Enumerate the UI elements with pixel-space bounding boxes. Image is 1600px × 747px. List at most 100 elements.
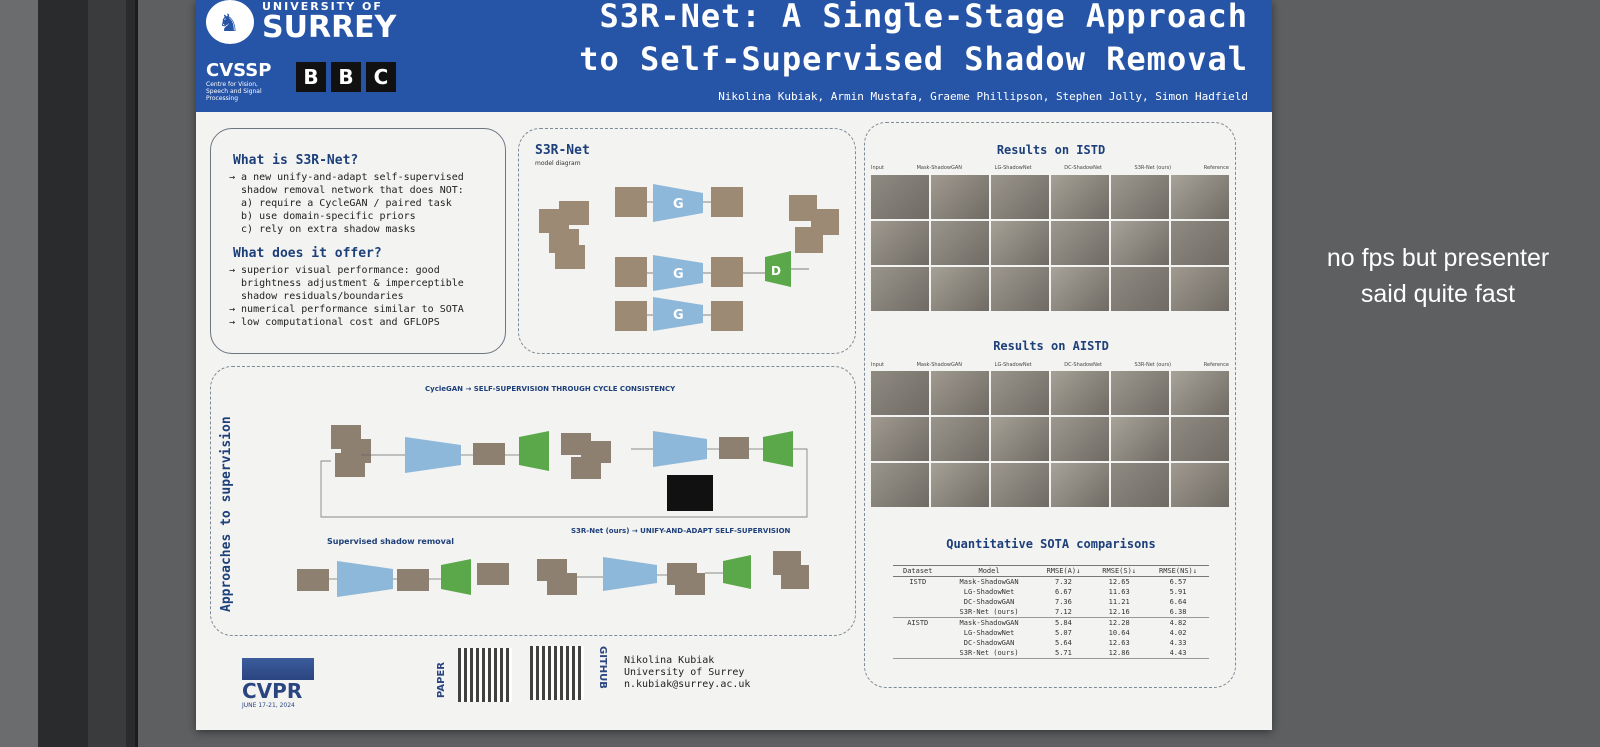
- offer-line: brightness adjustment & imperceptible: [229, 278, 464, 289]
- result-thumbnail: [871, 267, 929, 311]
- sota-cell: 7.12: [1035, 607, 1092, 618]
- university-top: UNIVERSITY OF: [262, 0, 383, 13]
- sota-cell: 5.91: [1169, 588, 1187, 596]
- diagram-title: S3R-Net: [535, 143, 590, 158]
- sota-cell: [893, 648, 943, 659]
- sota-cell: ISTD: [909, 578, 927, 586]
- conference-name: CVPR: [242, 679, 303, 703]
- sota-cell: [893, 597, 943, 607]
- sota-header: Dataset: [893, 565, 943, 577]
- result-thumbnail: [991, 267, 1049, 311]
- result-thumbnail: [991, 371, 1049, 415]
- sota-cell: 11.21: [1108, 598, 1130, 606]
- sota-cell: [893, 628, 943, 638]
- sota-cell: 12.16: [1091, 607, 1148, 618]
- results-aistd-heading: Results on AISTD: [993, 339, 1109, 353]
- what-line: c) rely on extra shadow masks: [229, 224, 416, 235]
- result-thumbnail: [871, 463, 929, 507]
- column-name: Mask-ShadowGAN: [916, 362, 963, 368]
- istd-results-grid: [871, 175, 1229, 311]
- column-name: LG-ShadowNet: [994, 165, 1032, 171]
- sota-cell: 12.86: [1091, 648, 1148, 659]
- result-thumbnail: [1051, 463, 1109, 507]
- what-line: a) require a CycleGAN / paired task: [229, 198, 452, 209]
- sota-cell: 6.64: [1169, 598, 1187, 606]
- poster: ♞ UNIVERSITY OF SURREY CVSSP Centre for …: [196, 0, 1272, 730]
- poster-banner: ♞ UNIVERSITY OF SURREY CVSSP Centre for …: [196, 0, 1272, 112]
- caption-line: said quite fast: [1360, 280, 1516, 308]
- cyclegan-title: CycleGAN → SELF-SUPERVISION THROUGH CYCL…: [425, 385, 676, 393]
- sota-cell: 4.02: [1169, 629, 1187, 637]
- sota-cell: LG-ShadowNet: [963, 588, 1015, 596]
- sota-cell: 10.64: [1108, 629, 1130, 637]
- results-card: Results on ISTD Input Mask-ShadowGAN LG-…: [864, 122, 1236, 688]
- what-line: b) use domain-specific priors: [229, 211, 416, 222]
- sota-row: DC-ShadowGAN 7.36 11.21 6.64: [893, 597, 1209, 607]
- result-thumbnail: [1111, 267, 1169, 311]
- paper-label: PAPER: [436, 661, 447, 698]
- result-thumbnail: [871, 371, 929, 415]
- result-thumbnail: [991, 175, 1049, 219]
- sota-cell: 7.32: [1055, 578, 1072, 586]
- what-heading: What is S3R-Net?: [233, 153, 359, 168]
- result-thumbnail: [931, 463, 989, 507]
- svg-text:G: G: [673, 267, 684, 282]
- caption-line: no fps but presenter: [1326, 244, 1550, 272]
- what-line: shadow removal network that does NOT:: [229, 185, 464, 196]
- sota-heading: Quantitative SOTA comparisons: [946, 537, 1156, 551]
- result-thumbnail: [1171, 371, 1229, 415]
- result-thumbnail: [931, 221, 989, 265]
- offer-heading: What does it offer?: [233, 246, 382, 261]
- column-name: Input: [871, 165, 884, 171]
- svg-text:G: G: [673, 197, 684, 212]
- sota-cell: S3R-Net (ours): [942, 607, 1036, 618]
- column-name: DC-ShadowNet: [1064, 362, 1102, 368]
- contact-org: University of Surrey: [624, 667, 745, 678]
- paper-qr-code[interactable]: [458, 648, 512, 702]
- result-thumbnail: [1171, 175, 1229, 219]
- offer-line: shadow residuals/boundaries: [229, 291, 404, 302]
- github-qr-code[interactable]: [530, 646, 584, 700]
- sota-cell: [893, 638, 943, 648]
- result-thumbnail: [1111, 371, 1169, 415]
- sota-cell: S3R-Net (ours): [942, 648, 1036, 659]
- bbc-logo: B B C: [296, 62, 396, 92]
- result-thumbnail: [1051, 221, 1109, 265]
- sota-cell: 4.33: [1169, 639, 1187, 647]
- sota-cell: 5.07: [1055, 629, 1072, 637]
- github-label: GITHUB: [597, 646, 608, 689]
- approaches-diagram: [297, 425, 809, 597]
- s3r-approach-title: S3R-Net (ours) → UNIFY-AND-ADAPT SELF-SU…: [571, 527, 791, 535]
- result-thumbnail: [1111, 417, 1169, 461]
- sota-cell: 7.36: [1055, 598, 1072, 606]
- offer-line: → superior visual performance: good: [229, 265, 440, 276]
- svg-text:G: G: [673, 308, 684, 323]
- what-line: → a new unify-and-adapt self-supervised: [229, 172, 464, 183]
- sota-cell: 12.28: [1108, 619, 1130, 627]
- bbc-letter: B: [331, 62, 361, 92]
- sota-header: RMSE(S)↓: [1091, 565, 1148, 577]
- result-thumbnail: [871, 221, 929, 265]
- sota-cell: [893, 587, 943, 597]
- university-name: SURREY: [262, 10, 397, 45]
- result-thumbnail: [991, 463, 1049, 507]
- sota-cell: 4.82: [1169, 619, 1187, 627]
- column-name: LG-ShadowNet: [994, 362, 1032, 368]
- sota-cell: DC-ShadowGAN: [963, 598, 1015, 606]
- column-name: Reference: [1203, 362, 1229, 368]
- result-thumbnail: [871, 417, 929, 461]
- supervised-title: Supervised shadow removal: [327, 537, 455, 546]
- result-thumbnail: [1171, 221, 1229, 265]
- sota-cell: 6.67: [1055, 588, 1072, 596]
- diagram-subtitle: model diagram: [535, 160, 581, 167]
- poster-title-line-2: to Self-Supervised Shadow Removal: [579, 40, 1248, 78]
- offer-line: → numerical performance similar to SOTA: [229, 304, 464, 315]
- seattle-skyline-icon: [242, 658, 314, 680]
- sota-cell: 12.65: [1108, 578, 1130, 586]
